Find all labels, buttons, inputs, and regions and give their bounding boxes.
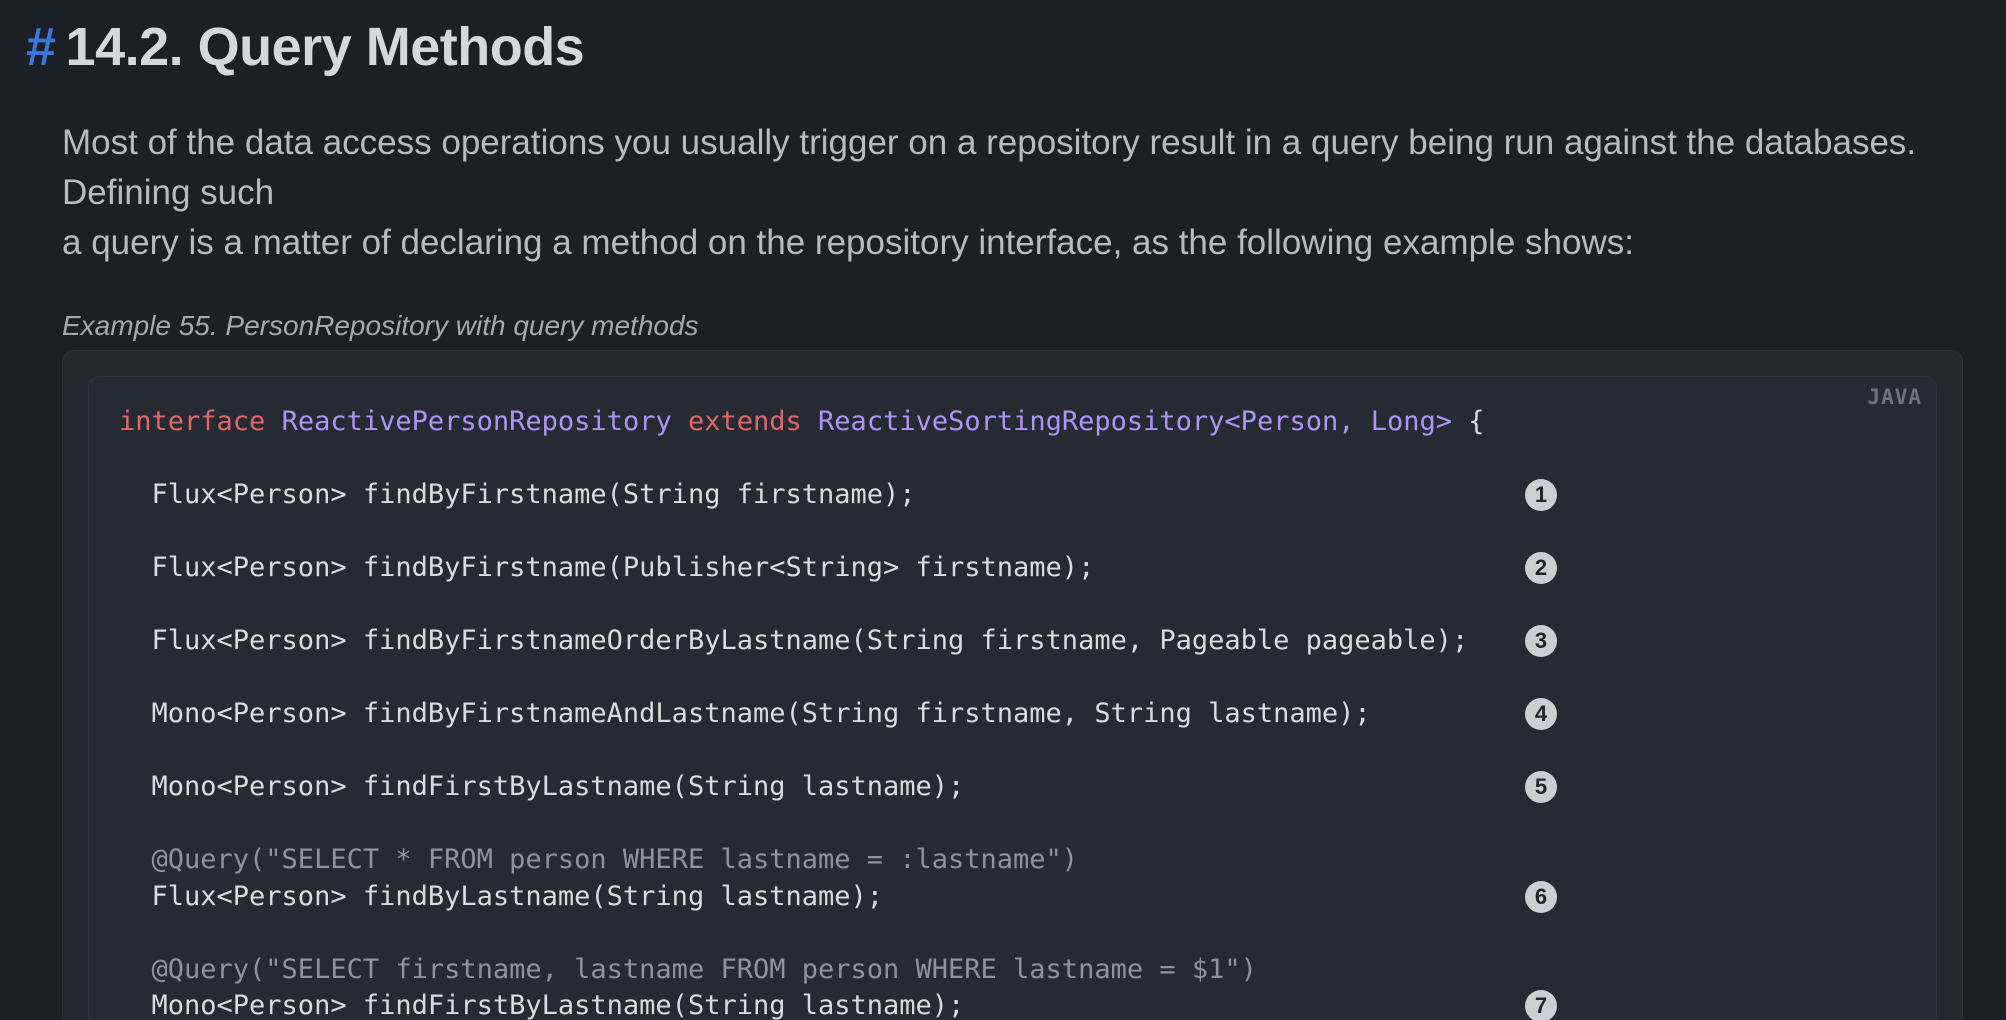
callout-number: 2 [1525, 552, 1557, 584]
code-token: Flux<Person> findByLastname(String lastn… [119, 880, 884, 912]
heading-anchor-link[interactable]: # [26, 17, 56, 77]
code-token: { [1452, 406, 1485, 437]
code-line [119, 441, 1906, 478]
code-token [672, 406, 688, 437]
code-token: Mono<Person> findByFirstnameAndLastname(… [119, 698, 1371, 729]
code-line [119, 806, 1906, 843]
code-token: interface [119, 406, 266, 437]
example-block: JAVA interface ReactivePersonRepository … [62, 350, 1963, 1020]
callout-number: 7 [1525, 990, 1557, 1020]
code-token: @Query("SELECT firstname, lastname FROM … [119, 953, 1257, 985]
code-line: Flux<Person> findByFirstname(String firs… [119, 477, 1906, 514]
section-heading-text: 14.2. Query Methods [65, 17, 585, 77]
code-token: Mono<Person> findFirstByLastname(String … [119, 990, 965, 1020]
code-line: interface ReactivePersonRepository exten… [119, 404, 1906, 441]
code-line: @Query("SELECT * FROM person WHERE lastn… [119, 842, 1906, 879]
code-block: JAVA interface ReactivePersonRepository … [88, 376, 1937, 1020]
code-line: @Query("SELECT firstname, lastname FROM … [119, 952, 1906, 989]
code-token: ReactivePersonRepository [281, 406, 672, 437]
code-line: Mono<Person> findFirstByLastname(String … [119, 988, 1906, 1020]
code-line [119, 915, 1906, 952]
code-line [119, 587, 1906, 624]
code-language-badge: JAVA [1867, 385, 1922, 409]
callout-number: 3 [1525, 625, 1557, 657]
code-line [119, 660, 1906, 697]
code-token: extends [687, 406, 802, 437]
code-token: Flux<Person> findByFirstnameOrderByLastn… [119, 625, 1469, 656]
code-line: Mono<Person> findByFirstnameAndLastname(… [119, 696, 1906, 733]
code-token [265, 406, 281, 437]
callout-number: 4 [1525, 698, 1557, 730]
section-heading: #14.2. Query Methods [26, 16, 1963, 78]
code-token [802, 406, 818, 437]
docs-page: #14.2. Query Methods Most of the data ac… [0, 16, 2006, 1020]
code-line [119, 514, 1906, 551]
code-content: interface ReactivePersonRepository exten… [119, 404, 1906, 1020]
callout-number: 5 [1525, 771, 1557, 803]
code-line [119, 733, 1906, 770]
code-token: @Query("SELECT * FROM person WHERE lastn… [119, 844, 1079, 875]
callout-number: 6 [1525, 880, 1557, 913]
example-caption: Example 55. PersonRepository with query … [62, 310, 699, 341]
code-line: Flux<Person> findByFirstnameOrderByLastn… [119, 623, 1906, 660]
code-line: Flux<Person> findByLastname(String lastn… [119, 879, 1906, 916]
code-token: ReactiveSortingRepository<Person, Long> [818, 406, 1453, 437]
code-token: Flux<Person> findByFirstname(Publisher<S… [119, 552, 1095, 583]
intro-line: a query is a matter of declaring a metho… [62, 223, 1634, 262]
code-line: Mono<Person> findFirstByLastname(String … [119, 769, 1906, 806]
code-token: Flux<Person> findByFirstname(String firs… [119, 479, 916, 510]
code-token: Mono<Person> findFirstByLastname(String … [119, 771, 965, 802]
intro-paragraph: Most of the data access operations you u… [62, 118, 1963, 268]
intro-line: Most of the data access operations you u… [62, 123, 1917, 212]
callout-number: 1 [1525, 479, 1557, 511]
code-line: Flux<Person> findByFirstname(Publisher<S… [119, 550, 1906, 587]
